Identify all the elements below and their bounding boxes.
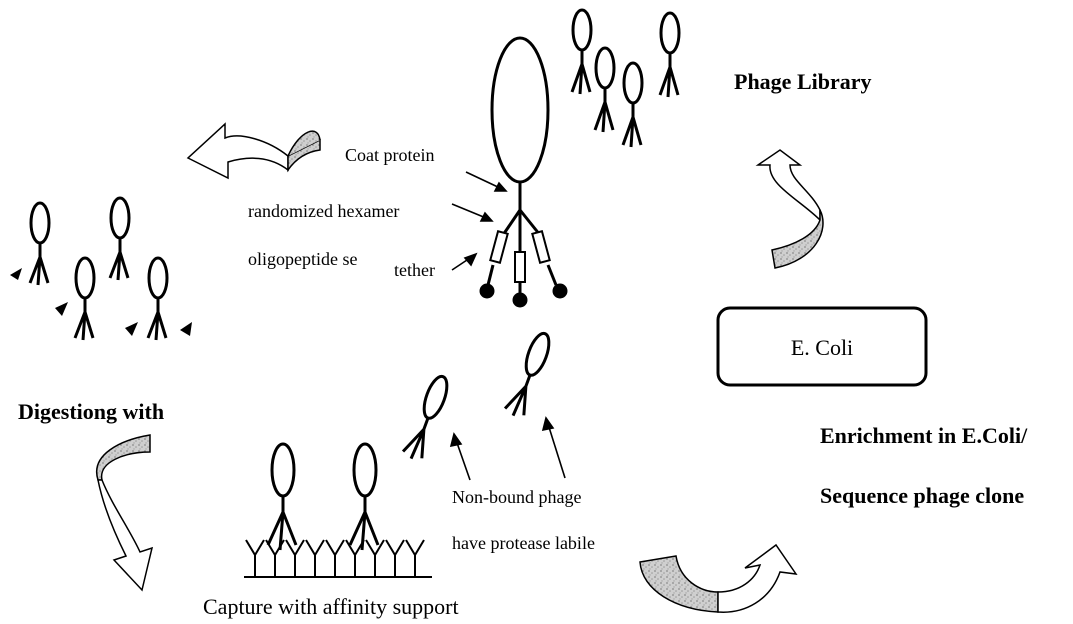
- curved-arrow-left-down: [97, 435, 152, 590]
- non-bound-phages: [402, 330, 554, 463]
- randomized-hexamer-label: randomized hexamer: [248, 201, 399, 221]
- coat-protein-label: Coat protein: [345, 145, 434, 165]
- non-bound-label: Non-bound phage: [452, 487, 581, 507]
- digesting-with-label: Digestiong with: [18, 399, 164, 424]
- oligopeptide-label: oligopeptide se: [248, 249, 357, 269]
- sequence-clone-label: Sequence phage clone: [820, 483, 1024, 508]
- non-bound-arrows: [451, 418, 565, 480]
- phage-library-label: Phage Library: [734, 69, 872, 94]
- phage-library-cluster: [572, 10, 679, 147]
- curved-arrow-bottom-right: [640, 545, 796, 612]
- tether-label: tether: [394, 260, 435, 280]
- protease-labile-label: have protease labile: [452, 533, 595, 553]
- enrichment-label: Enrichment in E.Coli/: [820, 423, 1028, 448]
- affinity-support: [244, 444, 432, 577]
- capture-label: Capture with affinity support: [203, 594, 459, 619]
- curved-arrow-right-up: [758, 150, 823, 268]
- central-phage: [481, 38, 566, 306]
- digested-phage-cluster: [10, 198, 192, 340]
- ecoli-label: E. Coli: [791, 335, 853, 360]
- curved-arrow-top-left: [188, 124, 320, 178]
